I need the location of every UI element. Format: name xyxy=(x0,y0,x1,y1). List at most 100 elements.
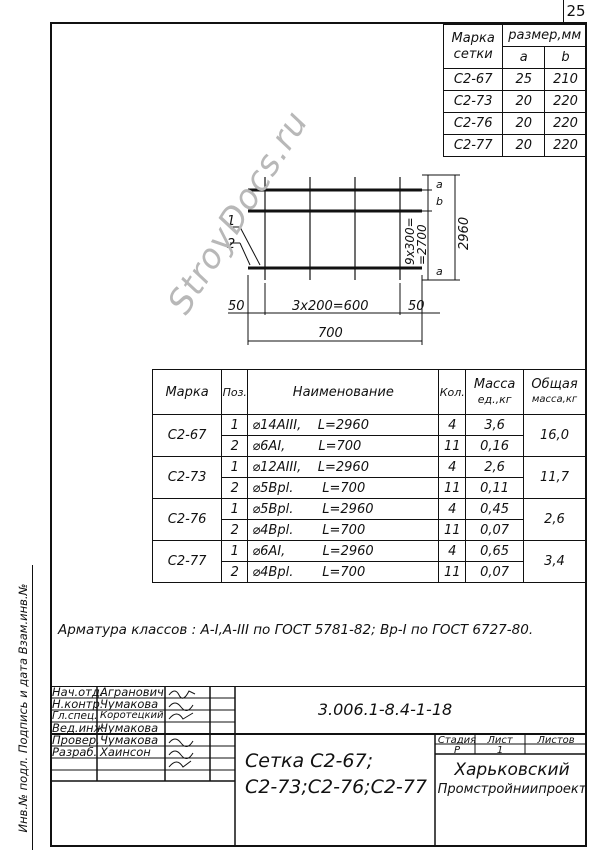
spec-pos: 2 xyxy=(221,561,249,583)
spec-name: ⌀4Bpl. L=700 xyxy=(247,561,440,583)
drawing-title: Сетка С2-67; С2-73;С2-76;С2-77 xyxy=(245,748,427,800)
spec-qty: 4 xyxy=(438,540,467,562)
mesh-drawing: 1 2 a b a 9x300= =2700 2960 50 3x200=600… xyxy=(227,174,472,345)
dim-label-b: b xyxy=(436,195,443,208)
sizes-header-b: b xyxy=(544,46,587,69)
spec-mass: 0,11 xyxy=(465,477,524,499)
spec-pos: 2 xyxy=(221,477,249,499)
header-name: Наименование xyxy=(247,369,440,415)
header-quantity: Кол. xyxy=(438,369,467,415)
spec-name: ⌀5Bpl. L=2960 xyxy=(247,498,440,520)
role: Провер. xyxy=(52,733,100,747)
spec-qty: 4 xyxy=(438,414,467,436)
dim-label-a-bottom: a xyxy=(436,265,443,278)
name: Коротецкий xyxy=(100,710,164,721)
sheet-label: Лист xyxy=(487,735,513,746)
dim-label-a-top: a xyxy=(436,178,443,191)
size-a: 25 xyxy=(502,68,546,91)
spec-mass: 0,07 xyxy=(465,519,524,541)
table-row: 2 ⌀4Bpl. L=700 11 0,07 xyxy=(153,519,586,541)
table-row: С2-73 20 220 xyxy=(442,90,587,113)
table-row: С2-67 1 ⌀14AIII, L=2960 4 3,6 16,0 xyxy=(151,414,586,457)
spec-total-mass: 11,7 xyxy=(523,456,586,499)
spec-name: ⌀4Bpl. L=700 xyxy=(247,519,440,541)
table-row: С2-67 25 210 xyxy=(442,68,587,91)
name: Чумакова xyxy=(100,697,159,711)
spec-qty: 11 xyxy=(438,519,467,541)
spec-qty: 4 xyxy=(438,498,467,520)
spec-mass: 0,16 xyxy=(465,435,524,457)
title-block-names: Агранович Чумакова Коротецкий Чумакова Ч… xyxy=(100,686,168,758)
signatures xyxy=(168,690,196,768)
spec-name: ⌀6AI, L=700 xyxy=(247,435,440,457)
spec-mass: 3,6 xyxy=(465,414,524,436)
sizes-header-size: размер,мм xyxy=(502,24,587,47)
name: Чумакова xyxy=(100,721,159,735)
spec-mass: 0,07 xyxy=(465,561,524,583)
sizes-header-a: a xyxy=(502,46,546,69)
spec-mass: 2,6 xyxy=(465,456,524,478)
title-block-roles: Нач.отд. Н.контр. Гл.спец. Вед.инж. Пров… xyxy=(52,686,114,758)
spec-qty: 11 xyxy=(438,435,467,457)
dim-height: 2960 xyxy=(457,217,472,250)
spec-mark: С2-73 xyxy=(151,456,223,499)
role: Вед.инж. xyxy=(52,721,108,735)
spec-name: ⌀6AI, L=2960 xyxy=(247,540,440,562)
spec-pos: 1 xyxy=(221,456,249,478)
stage-label: Стадия xyxy=(437,735,477,746)
signature-mark xyxy=(168,712,194,720)
org-line-1: Харьковский xyxy=(454,760,570,780)
spec-mass: 0,65 xyxy=(465,540,524,562)
header-mark: Марка xyxy=(151,369,223,415)
dim-left-50: 50 xyxy=(228,299,245,314)
reinforcement-note: Арматура классов : A-I,A-III по ГОСТ 578… xyxy=(58,622,534,638)
position-2-label: 2 xyxy=(227,237,235,252)
signature-mark xyxy=(168,760,192,768)
spec-mark: С2-77 xyxy=(151,540,223,583)
name: Хаинсон xyxy=(100,745,151,759)
spec-qty: 4 xyxy=(438,456,467,478)
spec-qty: 11 xyxy=(438,561,467,583)
organization: Харьковский Промстройниипроект xyxy=(437,760,587,800)
spec-pos: 1 xyxy=(221,498,249,520)
sheets-label: Листов xyxy=(537,735,575,746)
size-b: 220 xyxy=(544,112,587,135)
role: Н.контр. xyxy=(52,697,104,711)
size-a: 20 xyxy=(502,112,546,135)
role: Нач.отд. xyxy=(52,685,104,699)
spec-total-mass: 16,0 xyxy=(523,414,586,457)
role: Гл.спец. xyxy=(52,710,98,722)
org-line-2: Промстройниипроект xyxy=(437,782,587,797)
size-b: 220 xyxy=(544,90,587,113)
dim-right-50: 50 xyxy=(408,299,425,314)
side-stamp-strip: Инв.№ подл. Подпись и дата Взам.инв.№ xyxy=(14,565,33,850)
size-a: 20 xyxy=(502,90,546,113)
drawing-frame xyxy=(50,22,587,847)
mesh-mark: С2-73 xyxy=(442,90,504,113)
signature-mark xyxy=(168,738,194,747)
size-a: 20 xyxy=(502,134,546,157)
mesh-mark: С2-67 xyxy=(442,68,504,91)
size-b: 210 xyxy=(544,68,587,91)
stage-value: Р xyxy=(453,745,461,756)
spec-name: ⌀12AIII, L=2960 xyxy=(247,456,440,478)
dim-total-700: 700 xyxy=(318,326,343,341)
table-row: С2-73 1 ⌀12AIII, L=2960 4 2,6 11,7 xyxy=(151,456,586,499)
spec-mass: 0,45 xyxy=(465,498,524,520)
title-block xyxy=(50,686,587,847)
spec-name: ⌀5Bpl. L=700 xyxy=(247,477,440,499)
page-number: 25 xyxy=(563,0,588,22)
dim-vertical-spacing-1: 9x300= xyxy=(403,217,417,265)
signature-mark xyxy=(168,750,194,759)
spec-pos: 2 xyxy=(221,435,249,457)
table-row: С2-76 1 ⌀5Bpl. L=2960 4 0,45 2,6 xyxy=(151,498,586,541)
table-row: С2-77 1 ⌀6AI, L=2960 4 0,65 3,4 xyxy=(151,540,586,583)
spec-total-mass: 2,6 xyxy=(523,498,586,541)
mesh-bars xyxy=(248,188,422,270)
spec-mark: С2-67 xyxy=(151,414,223,457)
role: Разраб. xyxy=(52,745,98,759)
